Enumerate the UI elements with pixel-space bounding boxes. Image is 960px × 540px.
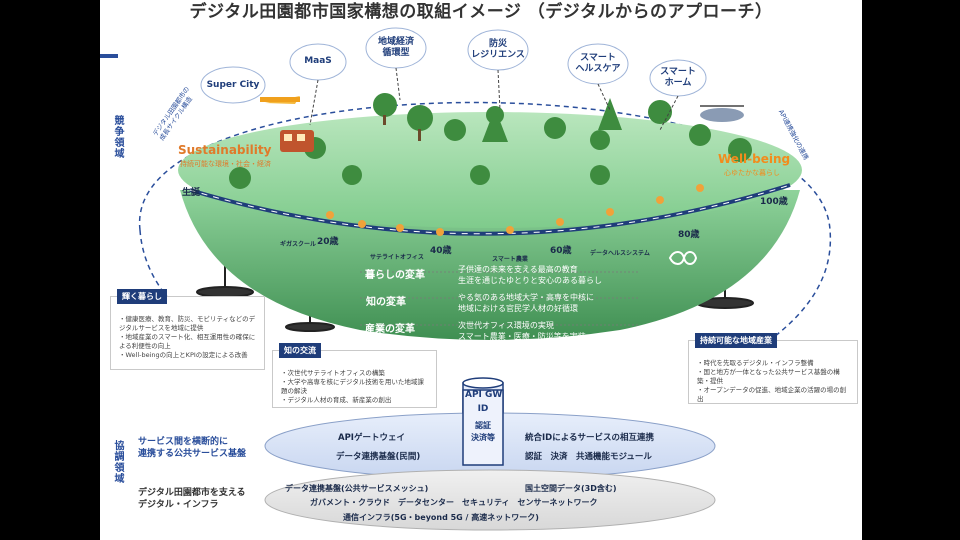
box-item: 国と地方が一体となった公共サービス基盤の構築・提供: [697, 368, 851, 386]
wellbeing-sub: 心ゆたかな暮らし: [724, 169, 780, 177]
station-giga-school: ギガスクール: [280, 241, 317, 248]
station-satellite-office: サテライトオフィス: [370, 254, 424, 261]
age-birth: 生誕: [182, 188, 201, 198]
flying-car: [700, 105, 744, 122]
api-gw-label: API GW: [465, 390, 503, 400]
cloud-label-super-city: Super City: [206, 80, 260, 90]
api-pay-label: 決済等: [471, 433, 495, 442]
age-20: 20歳: [317, 237, 339, 247]
infinity-icon: [668, 251, 698, 265]
box-kagayaku: 輝く暮らし 健康医療、教育、防災、モビリティなどのデジタルサービスを地域に提供 …: [110, 289, 265, 370]
geospatial-data: 国土空間データ(3D含む): [525, 484, 617, 493]
box-item: 健康医療、教育、防災、モビリティなどのデジタルサービスを地域に提供: [119, 315, 258, 333]
station-data-health: データヘルスシステム: [590, 250, 650, 257]
box-title: 知の交流: [279, 343, 321, 358]
age-80: 80歳: [678, 230, 700, 240]
public-service-note: サービス間を横断的に 連携する公共サービス基盤: [138, 437, 247, 459]
box-jizoku: 持続可能な地域産業 時代を先取るデジタル・インフラ整備 国と地方が一体となった公…: [688, 333, 858, 404]
public-service-mesh: データ連携基盤(公共サービスメッシュ): [285, 484, 429, 493]
transform-line: スマート農業・医療・防災等を実装: [458, 332, 586, 341]
box-item: 大学や高専を核にデジタル技術を用いた地域課題の解決: [281, 378, 430, 396]
transform-title-knowledge: 知の変革: [366, 297, 406, 308]
transform-title-industry: 産業の変革: [365, 324, 415, 335]
common-modules-text: 認証 決済 共通機能モジュール: [525, 452, 652, 462]
competition-area-label: 競争領域: [112, 115, 123, 159]
bowl-top: [178, 112, 802, 228]
digital-infra-note: デジタル田園都市を支える デジタル・インフラ: [138, 488, 246, 510]
wellbeing-label: Well-being: [718, 152, 791, 166]
api-id-label: ID: [477, 404, 489, 414]
api-gateway-text: APIゲートウェイ: [338, 433, 405, 443]
box-item: 次世代サテライトオフィスの構築: [281, 369, 430, 378]
cloud-label-disaster: 防災 レジリエンス: [471, 39, 525, 60]
network-line: 通信インフラ(5G・beyond 5G / 高速ネットワーク): [343, 513, 539, 522]
cloud-links: [309, 67, 679, 131]
clouds: [200, 27, 707, 104]
transform-line: やる気のある地域大学・高専を中核に: [458, 293, 594, 302]
bowl-body: [180, 190, 800, 340]
box-item: オープンデータの促進、地域企業の活躍の場の創出: [697, 386, 851, 404]
slide: デジタル田園都市国家構想の取組イメージ （デジタルからのアプローチ） 競争領域 …: [100, 0, 862, 540]
trees: [229, 93, 752, 189]
box-title: 持続可能な地域産業: [695, 333, 777, 348]
cloud-label-regional-economy: 地域経済 循環型: [377, 37, 414, 58]
cloud-label-maas: MaaS: [304, 56, 332, 66]
transform-line: 次世代オフィス環境の実現: [458, 321, 554, 330]
diagram-art: [139, 27, 832, 531]
people-dots: [326, 184, 704, 236]
tram: [280, 130, 314, 152]
page-title: デジタル田園都市国家構想の取組イメージ （デジタルからのアプローチ）: [189, 2, 773, 22]
transform-dashes: [360, 271, 640, 326]
cloud-label-smart-home: スマート ホーム: [660, 67, 696, 88]
box-item: デジタル人材の育成、新産業の創出: [281, 396, 430, 405]
box-chi: 知の交流 次世代サテライトオフィスの構築 大学や高専を核にデジタル技術を用いた地…: [272, 343, 437, 408]
transform-line: 生涯を通じたゆとりと安心のある暮らし: [458, 276, 602, 285]
cooperation-area-label: 協調領域: [112, 440, 123, 484]
station-smart-agri: スマート農業: [492, 256, 528, 263]
age-60: 60歳: [550, 246, 572, 256]
airplane: [260, 96, 300, 104]
accent-bar: [100, 54, 118, 58]
sustainability-sub: 持続可能な環境・社会・経済: [180, 160, 271, 168]
transform-line: 地域における官民学人材の好循環: [458, 304, 578, 313]
api-auth-label: 認証: [475, 421, 491, 430]
transform-title-life: 暮らしの変革: [365, 270, 425, 281]
age-100: 100歳: [760, 197, 788, 207]
age-40: 40歳: [430, 246, 452, 256]
data-platform-private: データ連携基盤(民間): [336, 452, 421, 462]
gov-cloud-line: ガバメント・クラウド データセンター セキュリティ センサーネットワーク: [310, 498, 598, 507]
integrated-id-text: 統合IDによるサービスの相互連携: [525, 433, 654, 443]
cloud-label-smart-health: スマート ヘルスケア: [575, 53, 621, 74]
box-item: 地域産業のスマート化、相互運用性の確保による利便性の向上: [119, 333, 258, 351]
box-title: 輝く暮らし: [117, 289, 167, 304]
box-item: 時代を先取るデジタル・インフラ整備: [697, 359, 851, 368]
box-item: Well-beingの向上とKPIの設定による改善: [119, 351, 258, 360]
transform-line: 子供達の未来を支える最高の教育: [458, 265, 578, 274]
infra-plate: [264, 469, 716, 531]
sustainability-label: Sustainability: [178, 143, 272, 157]
